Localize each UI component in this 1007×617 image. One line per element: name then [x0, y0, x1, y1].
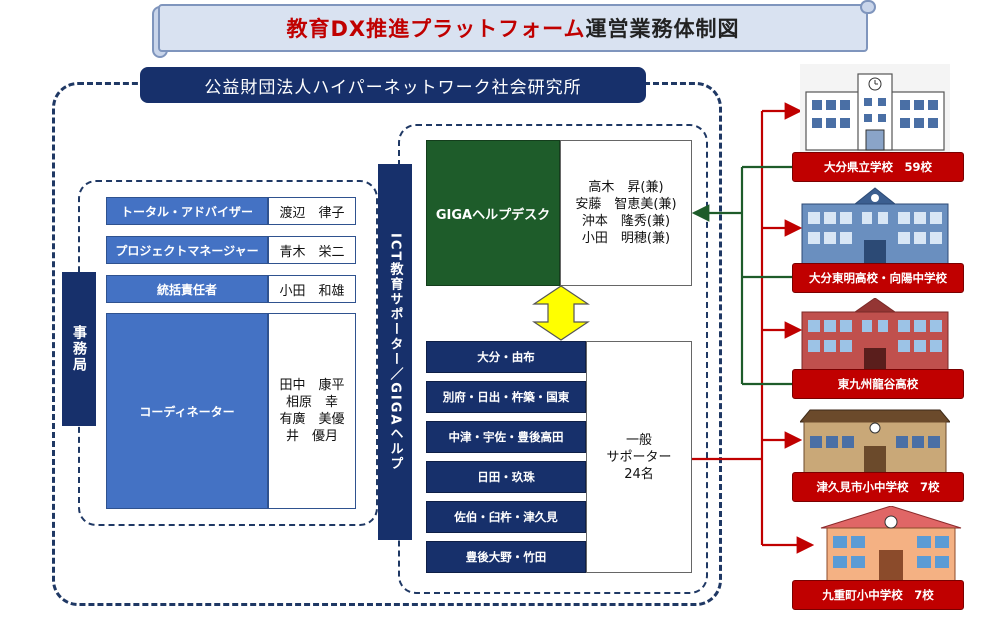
red-connector [692, 102, 815, 554]
coordinator-name: 田中 康平 [279, 378, 345, 393]
region-nakatsu: 中津・宇佐・豊後高田 [426, 421, 586, 453]
school-label-oita-prefectural: 大分県立学校 59校 [792, 152, 964, 182]
school-building-icon [801, 298, 949, 374]
supporter-line: サポーター [606, 449, 672, 465]
region-beppu: 別府・日出・杵築・国東 [426, 381, 586, 413]
supporter-line: 一般 [625, 432, 652, 448]
giga-helpdesk-label: GIGAヘルプデスク [426, 140, 560, 286]
school-label-kokonoe: 九重町小中学校 7校 [792, 580, 964, 610]
school-label-higashi-kyushu-ryukoku: 東九州龍谷高校 [792, 369, 964, 399]
page-title: 教育DX推進プラットフォーム運営業務体制図 [158, 4, 868, 52]
helpdesk-member: 小田 明穂(兼) [581, 231, 671, 246]
school-building-icon [820, 506, 962, 582]
role-project-manager: プロジェクトマネージャー [106, 236, 268, 264]
school-building-icon [800, 409, 950, 474]
title-part-red: 教育DX推進プラットフォーム [286, 17, 586, 41]
secretariat-label: 事務局 [62, 272, 96, 426]
title-scroll-curl-right [860, 0, 876, 14]
green-connector [691, 165, 792, 386]
coordinator-name: 井 優月 [285, 429, 338, 444]
helpdesk-member: 安藤 智恵美(兼) [575, 197, 677, 212]
title-part-black: 運営業務体制図 [585, 17, 740, 41]
role-general-manager-name: 小田 和雄 [268, 275, 356, 303]
school-building-icon [800, 64, 950, 154]
double-arrow-icon [532, 285, 590, 341]
region-saiki: 佐伯・臼杵・津久見 [426, 501, 586, 533]
role-coordinator-names: 田中 康平 相原 幸 有廣 美優 井 優月 [268, 313, 356, 509]
general-supporters: 一般 サポーター 24名 [586, 341, 692, 573]
region-oita-yufu: 大分・由布 [426, 341, 586, 373]
region-bungo-ono: 豊後大野・竹田 [426, 541, 586, 573]
coordinator-name: 有廣 美優 [279, 412, 345, 427]
school-label-oita-tomei: 大分東明高校・向陽中学校 [792, 263, 964, 293]
school-label-tsukumi: 津久見市小中学校 7校 [792, 472, 964, 502]
school-building-icon [801, 187, 949, 268]
region-hita: 日田・玖珠 [426, 461, 586, 493]
coordinator-name: 相原 幸 [285, 395, 338, 410]
helpdesk-member: 沖本 隆秀(兼) [581, 214, 671, 229]
helpdesk-member: 高木 昇(兼) [588, 180, 664, 195]
role-total-advisor-name: 渡辺 律子 [268, 197, 356, 225]
role-coordinator: コーディネーター [106, 313, 268, 509]
organization-banner: 公益財団法人ハイパーネットワーク社会研究所 [140, 67, 646, 103]
role-total-advisor: トータル・アドバイザー [106, 197, 268, 225]
role-project-manager-name: 青木 栄二 [268, 236, 356, 264]
role-general-manager: 統括責任者 [106, 275, 268, 303]
supporter-line: 24名 [624, 466, 654, 482]
giga-helpdesk-names: 高木 昇(兼) 安藤 智恵美(兼) 沖本 隆秀(兼) 小田 明穂(兼) [560, 140, 692, 286]
ict-support-label: ICT教育サポーター／GIGAヘルプ [378, 164, 412, 540]
